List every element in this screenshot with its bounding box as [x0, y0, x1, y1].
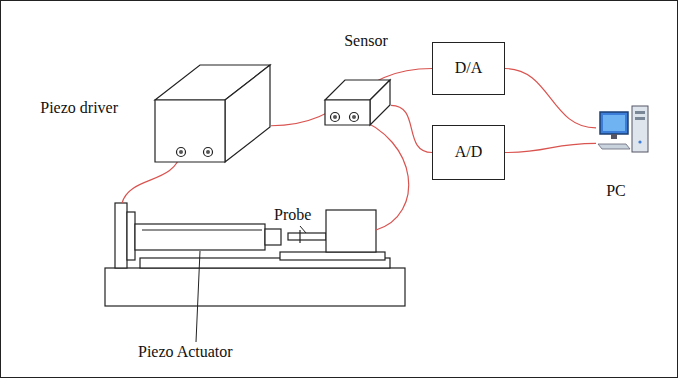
device-outline: [596, 100, 656, 162]
converter-box: D/A: [432, 42, 505, 95]
device-label: A/D: [455, 143, 483, 161]
computer-icon: PC: [596, 100, 656, 162]
leader-line: [300, 226, 306, 233]
signal-cable: [391, 105, 432, 152]
signal-cable: [505, 69, 596, 128]
device-label: Piezo driver: [40, 99, 118, 117]
device-label: PC: [606, 182, 626, 200]
device-label: D/A: [455, 59, 483, 77]
signal-cable: [505, 143, 596, 152]
device-box: Sensor: [325, 80, 391, 126]
part-label: Piezo Actuator: [136, 343, 235, 361]
device-outline: [155, 65, 271, 163]
converter-box: A/D: [432, 125, 505, 180]
device-box: Piezo driver: [155, 65, 271, 163]
device-outline: [325, 80, 391, 126]
leader-line: [196, 251, 200, 342]
device-label: Sensor: [344, 32, 388, 50]
stage-base: [105, 203, 405, 306]
part-label: Probe: [272, 206, 313, 224]
